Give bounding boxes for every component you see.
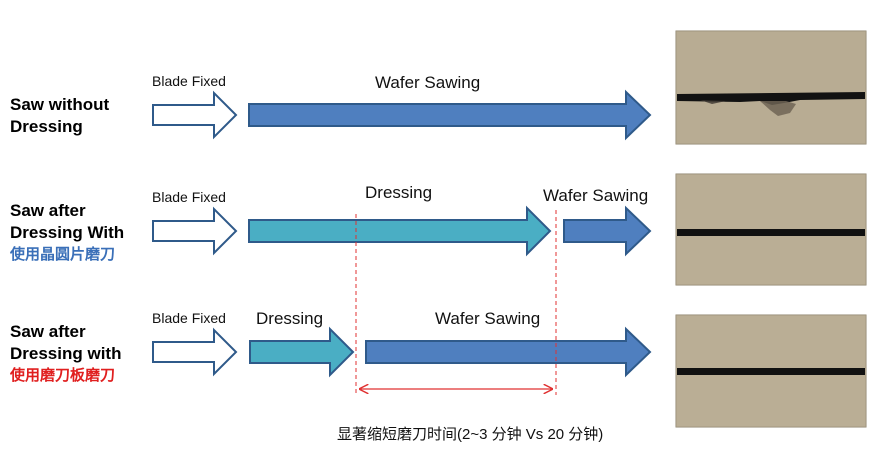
cut-result-photo-2 xyxy=(675,173,867,286)
row-2-label-line2: Dressing With xyxy=(10,223,125,242)
row-1-label: Saw without Dressing xyxy=(10,94,109,138)
row-1-wafer-sawing-arrow xyxy=(248,89,652,141)
row-1-label-line1: Saw without xyxy=(10,95,110,114)
row-3-step-dressing-label: Dressing xyxy=(256,309,324,328)
time-saving-note: 显著缩短磨刀时间(2~3 分钟 Vs 20 分钟) xyxy=(337,426,604,443)
row-3-label-cn: 使用磨刀板磨刀 xyxy=(10,367,116,384)
row-2-wafer-sawing-arrow xyxy=(563,205,652,257)
row-3-label: Saw after Dressing with 使用磨刀板磨刀 xyxy=(10,321,121,386)
row-2-step-dressing-label: Dressing xyxy=(365,183,433,202)
row-3-blade-fixed-label: Blade Fixed xyxy=(152,310,226,326)
row-2-dressing-arrow xyxy=(248,205,552,257)
row-2-label-line1: Saw after xyxy=(10,201,86,220)
row-2-label: Saw after Dressing With 使用晶圆片磨刀 xyxy=(10,200,124,265)
row-2-blade-fixed-label: Blade Fixed xyxy=(152,189,226,205)
row-3-dressing-arrow xyxy=(249,326,355,378)
row-1-blade-fixed-arrow xyxy=(152,90,238,140)
row-3-label-line1: Saw after xyxy=(10,322,86,341)
row-3-step-wafer-sawing-label: Wafer Sawing xyxy=(435,309,541,328)
row-3-label-line2: Dressing with xyxy=(10,344,122,363)
row-2-step-wafer-sawing-label: Wafer Sawing xyxy=(543,186,649,205)
row-3-blade-fixed-arrow xyxy=(152,327,238,377)
row-2-label-cn: 使用晶圆片磨刀 xyxy=(10,246,116,263)
row-2-blade-fixed-arrow xyxy=(152,206,238,256)
row-1-step-wafer-sawing-label: Wafer Sawing xyxy=(375,73,481,92)
row-3-wafer-sawing-arrow xyxy=(365,326,652,378)
cut-result-photo-3 xyxy=(675,314,867,428)
row-1-label-line2: Dressing xyxy=(10,117,83,136)
row-1-blade-fixed-label: Blade Fixed xyxy=(152,73,226,89)
cut-result-photo-1 xyxy=(675,30,867,145)
